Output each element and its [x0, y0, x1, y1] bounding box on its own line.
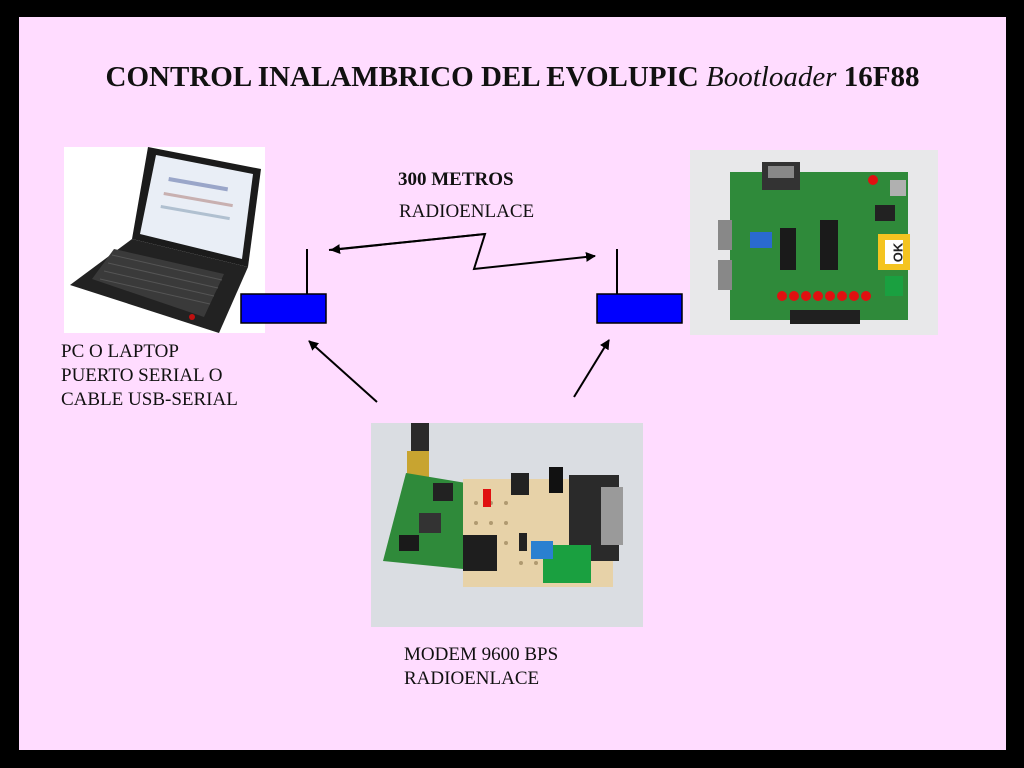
page-title: CONTROL INALAMBRICO DEL EVOLUPIC Bootloa… — [19, 61, 1006, 94]
evolupic-board-photo: OK — [690, 150, 938, 335]
title-main: CONTROL INALAMBRICO DEL EVOLUPIC — [105, 61, 699, 93]
modem-board-icon — [383, 423, 623, 587]
modem-caption: MODEM 9600 BPS RADIOENLACE — [404, 643, 558, 691]
left-radio-box — [240, 293, 327, 324]
modem-to-board-arrow — [573, 339, 610, 398]
modem-photo — [371, 423, 643, 627]
modem-caption-line2: RADIOENLACE — [404, 668, 540, 689]
pc-caption-line1: PC O LAPTOP — [61, 341, 179, 362]
pc-caption: PC O LAPTOP PUERTO SERIAL O CABLE USB-SE… — [61, 340, 238, 412]
link-type-label: RADIOENLACE — [399, 201, 535, 222]
modem-caption-line1: MODEM 9600 BPS — [404, 644, 559, 665]
laptop-icon — [70, 147, 261, 333]
modem-to-pc-arrow — [308, 340, 378, 403]
radio-link-arrow — [328, 232, 596, 271]
pc-caption-line2: PUERTO SERIAL O — [61, 365, 223, 386]
diagram-overlay — [240, 232, 683, 403]
laptop-photo — [64, 147, 265, 333]
title-italic: Bootloader — [705, 61, 837, 93]
title-model: 16F88 — [843, 61, 920, 93]
pc-caption-line3: CABLE USB-SERIAL — [61, 389, 238, 410]
right-radio-box — [596, 293, 683, 324]
slide: CONTROL INALAMBRICO DEL EVOLUPIC Bootloa… — [19, 17, 1006, 750]
link-distance-label: 300 METROS — [398, 169, 514, 190]
pcb-icon — [718, 162, 910, 324]
